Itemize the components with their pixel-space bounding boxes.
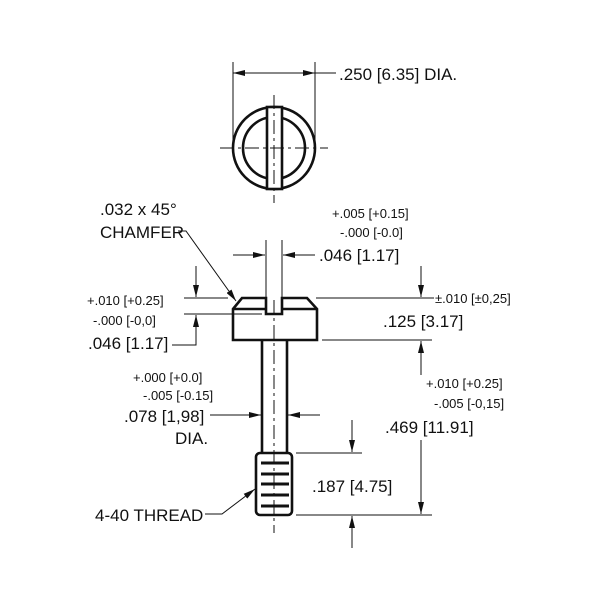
top-view: .250 [6.35] DIA. [220,62,457,203]
shank-dia-value: .078 [1,98] [124,407,204,426]
side-view [231,240,319,533]
thread-length-value: .187 [4.75] [312,477,392,496]
shank-length-tol-minus: -.005 [-0,15] [434,396,504,411]
slot-width-tol-minus: -.000 [-0.0] [340,225,403,240]
chamfer-line2: CHAMFER [100,223,184,242]
diameter-label: .250 [6.35] DIA. [339,65,457,84]
shank-length-value: .469 [11.91] [385,418,474,437]
shank-dia-suffix: DIA. [175,429,208,448]
chamfer-line1: .032 x 45° [100,200,177,219]
slot-width-tol-plus: +.005 [+0.15] [332,206,409,221]
shank-length-tol-plus: +.010 [+0.25] [426,376,503,391]
head-height-value: .125 [3.17] [383,312,463,331]
slot-depth-tol-plus: +.010 [+0.25] [87,293,164,308]
thread-label: 4-40 THREAD [95,506,203,525]
slot-depth-tol-minus: -.000 [-0,0] [93,313,156,328]
slot-depth-value: .046 [1.17] [88,334,168,353]
shank-dia-tol-minus: -.005 [-0.15] [143,388,213,403]
slot-width-value: .046 [1.17] [319,246,399,265]
screw-head [231,296,319,342]
shank-dia-tol-plus: +.000 [+0.0] [133,370,202,385]
head-height-tol: ±.010 [±0,25] [435,291,511,306]
